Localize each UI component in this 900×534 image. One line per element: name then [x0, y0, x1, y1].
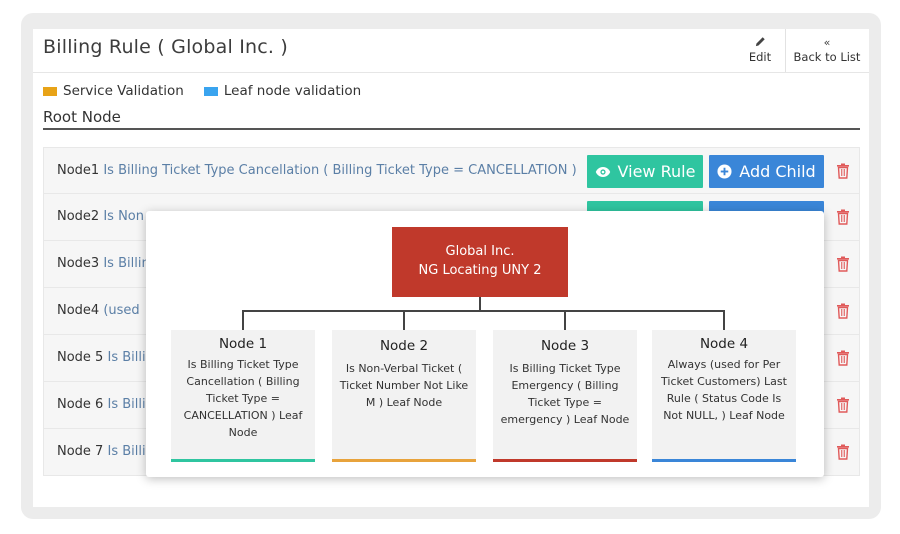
double-chevron-left-icon: «	[823, 36, 831, 49]
eye-icon	[595, 166, 610, 177]
node-rule[interactable]: (used	[103, 303, 140, 318]
child-description: Is Billing Ticket Type Cancellation ( Bi…	[183, 358, 303, 439]
edit-button[interactable]: Edit	[744, 36, 776, 64]
back-to-list-button[interactable]: « Back to List	[791, 36, 863, 64]
trash-icon[interactable]	[836, 256, 850, 272]
tree-root-node[interactable]: Global Inc. NG Locating UNY 2	[392, 227, 568, 297]
tree-connector	[564, 310, 566, 330]
plus-circle-icon	[717, 164, 732, 179]
tree-child-node[interactable]: Node 3 Is Billing Ticket Type Emergency …	[493, 330, 637, 462]
child-accent-bar	[652, 459, 796, 462]
node-rule[interactable]: Is Billing Ticket Type Cancellation ( Bi…	[103, 163, 577, 178]
tree-connector	[723, 310, 725, 330]
legend: Service Validation Leaf node validation	[43, 83, 381, 99]
trash-icon[interactable]	[836, 163, 850, 179]
child-description: Is Non-Verbal Ticket ( Ticket Number Not…	[339, 362, 469, 409]
node-rule[interactable]: Is Billin	[103, 256, 150, 271]
legend-service-validation: Service Validation	[43, 83, 184, 99]
node-rule[interactable]: Is Billi	[107, 444, 146, 459]
rule-tree-popup: Global Inc. NG Locating UNY 2 Node 1 Is …	[146, 211, 824, 477]
tree-connector	[242, 310, 244, 330]
node-name: Node 6	[57, 397, 104, 412]
tree-connector	[479, 297, 481, 311]
legend-label: Leaf node validation	[223, 83, 362, 99]
node-name: Node 5	[57, 350, 104, 365]
tab-underline	[43, 128, 860, 130]
header-divider	[33, 72, 869, 73]
trash-icon[interactable]	[836, 397, 850, 413]
tree-child-node[interactable]: Node 2 Is Non-Verbal Ticket ( Ticket Num…	[332, 330, 476, 462]
child-title: Node 3	[540, 338, 590, 354]
toolbar-divider	[785, 29, 786, 72]
child-description: Is Billing Ticket Type Emergency ( Billi…	[500, 362, 630, 426]
root-node-tab[interactable]: Root Node	[43, 108, 121, 126]
add-child-button[interactable]: Add Child	[709, 155, 824, 188]
node-name: Node2	[57, 209, 100, 224]
node-rule[interactable]: Is Non	[103, 209, 145, 224]
child-title: Node 4	[699, 336, 749, 352]
page-title: Billing Rule ( Global Inc. )	[43, 36, 288, 58]
tree-connector	[403, 310, 405, 330]
trash-icon[interactable]	[836, 303, 850, 319]
node-name: Node1	[57, 163, 100, 178]
node-name: Node 7	[57, 444, 104, 459]
tree-root-title: Global Inc.	[445, 244, 515, 259]
pencil-icon	[744, 36, 776, 50]
view-rule-label: View Rule	[617, 162, 696, 181]
legend-swatch	[203, 86, 218, 96]
child-description: Always (used for Per Ticket Customers) L…	[661, 358, 787, 422]
edit-label: Edit	[748, 50, 772, 64]
child-title: Node 2	[379, 338, 429, 354]
node-rule[interactable]: Is Billi	[107, 350, 146, 365]
legend-swatch	[43, 86, 57, 96]
view-rule-button[interactable]: View Rule	[587, 155, 703, 188]
node-rule[interactable]: Is Billi	[107, 397, 146, 412]
add-child-label: Add Child	[739, 162, 816, 181]
tree-connector	[242, 310, 725, 312]
legend-label: Service Validation	[63, 83, 184, 99]
tree-child-node[interactable]: Node 4 Always (used for Per Ticket Custo…	[652, 330, 796, 462]
node-name: Node3	[57, 256, 100, 271]
trash-icon[interactable]	[836, 444, 850, 460]
tree-child-node[interactable]: Node 1 Is Billing Ticket Type Cancellati…	[171, 330, 315, 462]
child-title: Node 1	[218, 336, 268, 352]
child-accent-bar	[171, 459, 315, 462]
trash-icon[interactable]	[836, 350, 850, 366]
node-name: Node4	[57, 303, 100, 318]
table-row: Node1 Is Billing Ticket Type Cancellatio…	[43, 147, 860, 194]
back-label: Back to List	[793, 50, 861, 64]
trash-icon[interactable]	[836, 209, 850, 225]
tree-root-subtitle: NG Locating UNY 2	[418, 263, 542, 278]
legend-leaf-node-validation: Leaf node validation	[203, 83, 362, 99]
child-accent-bar	[332, 459, 476, 462]
child-accent-bar	[493, 459, 637, 462]
